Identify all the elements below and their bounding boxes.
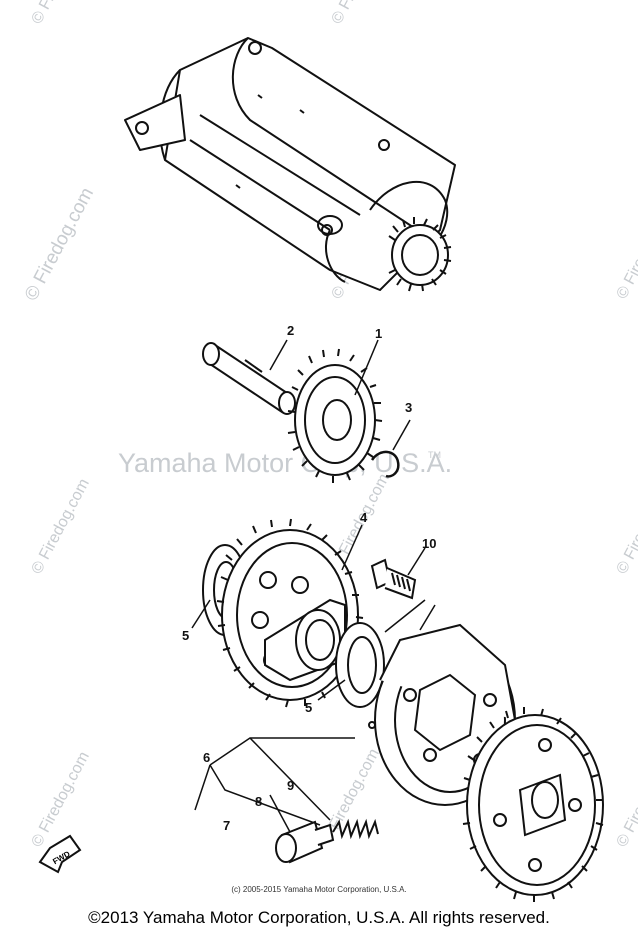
roller-assembly bbox=[275, 818, 379, 864]
wheel-gear bbox=[216, 518, 364, 708]
footer-copyright: ©2013 Yamaha Motor Corporation, U.S.A. A… bbox=[88, 908, 550, 927]
ring-gear bbox=[462, 707, 604, 902]
leader-lines bbox=[191, 339, 436, 833]
watermark-tm: TM bbox=[428, 450, 441, 460]
watermark-site-11: © Firedog.com bbox=[29, 0, 93, 27]
circlip bbox=[370, 450, 400, 478]
idler-gear bbox=[287, 348, 383, 483]
bolt bbox=[370, 558, 417, 600]
footer-small-copyright: (c) 2005-2015 Yamaha Motor Corporation, … bbox=[231, 885, 407, 894]
watermark-site-10: © Firedog.com bbox=[614, 749, 638, 850]
callouts: 1 2 3 4 5 5 6 7 8 9 10 bbox=[182, 323, 436, 833]
shaft bbox=[202, 342, 296, 415]
watermark-site-8: © Firedog.com bbox=[614, 201, 638, 302]
callout-10: 10 bbox=[422, 536, 436, 551]
callout-1: 1 bbox=[375, 326, 382, 341]
watermark-site-7: © Firedog.com bbox=[329, 0, 393, 27]
callout-5-upper: 5 bbox=[182, 628, 189, 643]
callout-8: 8 bbox=[255, 794, 262, 809]
watermark-site-3: © Firedog.com bbox=[29, 476, 93, 577]
callout-3: 3 bbox=[405, 400, 412, 415]
callout-6: 6 bbox=[203, 750, 210, 765]
starter-motor bbox=[124, 37, 456, 292]
watermark-site-5: © Firedog.com bbox=[29, 749, 93, 850]
watermark-center: Yamaha Motor Corp, U.S.A. bbox=[118, 448, 452, 478]
watermark-site-1: © Firedog.com bbox=[21, 184, 98, 304]
callout-7: 7 bbox=[223, 818, 230, 833]
starter-pinion bbox=[388, 217, 452, 292]
callout-5-lower: 5 bbox=[305, 700, 312, 715]
callout-9: 9 bbox=[287, 778, 294, 793]
callout-4: 4 bbox=[360, 510, 368, 525]
washer-lower bbox=[335, 622, 385, 708]
watermark-site-9: © Firedog.com bbox=[614, 476, 638, 577]
callout-2: 2 bbox=[287, 323, 294, 338]
